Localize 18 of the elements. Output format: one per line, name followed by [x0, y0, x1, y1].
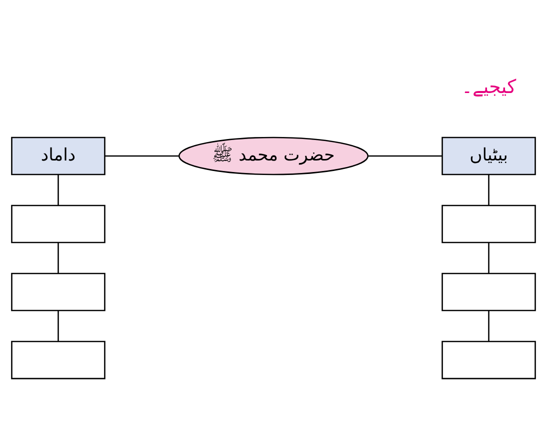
label: کیجیے۔ [461, 76, 516, 98]
connector [58, 174, 59, 206]
node-box: داماد [11, 136, 106, 176]
node-box [11, 204, 106, 244]
node-box [442, 340, 536, 380]
node-box [442, 204, 536, 244]
node-box [442, 272, 536, 312]
connector [488, 310, 490, 342]
connector [368, 155, 442, 157]
node-box: بیٹیاں [442, 136, 536, 176]
node-ellipse: حضرت محمد ﷺ [178, 136, 369, 176]
connector [488, 242, 490, 274]
connector [488, 174, 490, 206]
connector [58, 242, 59, 274]
node-box [11, 272, 106, 312]
connector [58, 310, 59, 342]
connector [104, 155, 179, 157]
node-box [11, 340, 106, 380]
